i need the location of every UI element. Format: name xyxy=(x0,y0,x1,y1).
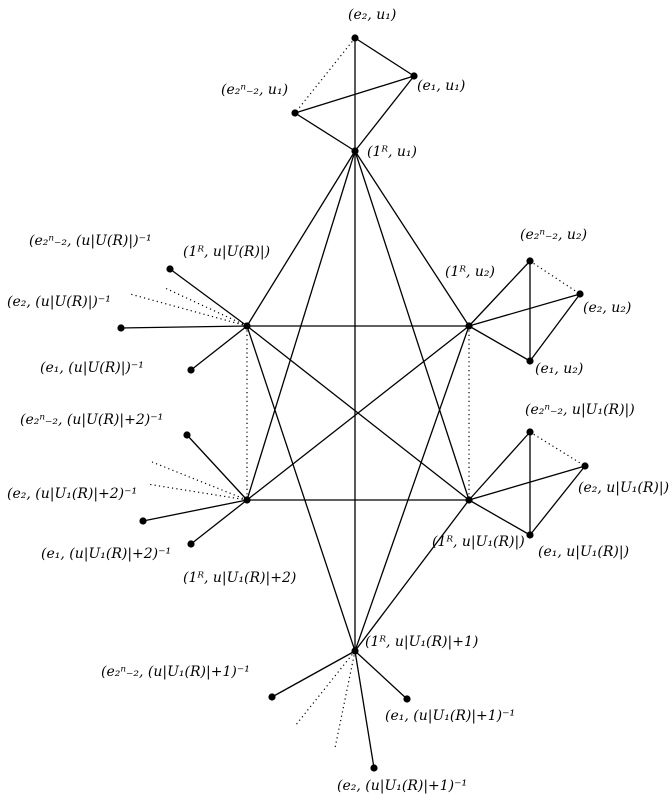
vertex-label-e1_u1: (e₁, u₁) xyxy=(417,78,465,94)
vertex-1R_u1 xyxy=(351,147,359,155)
vertex-e1_uU1p2inv xyxy=(187,540,195,548)
dotted-edge-e2n_uU1-e2_uU1 xyxy=(529,431,586,467)
vertex-label-e1_uUinv: (e₁, (u|U(R)|)⁻¹ xyxy=(40,360,144,376)
edge-1R_u2-1R_uU1p1 xyxy=(354,325,470,652)
edge-e1_u1-e2n_u1 xyxy=(294,75,415,114)
vertex-label-e2n_u1: (e₂ⁿ₋₂, u₁) xyxy=(221,82,288,98)
edge-e2n_u1-1R_u1 xyxy=(294,112,356,152)
edge-1R_uU1p2-e1_uU1p2inv xyxy=(190,499,248,545)
edge-1R_uU1-1R_uU1p1 xyxy=(354,499,470,652)
fan-dotted-line-1-1 xyxy=(146,483,248,501)
vertex-label-e2n_uU1: (e₂ⁿ₋₂, u|U₁(R)|) xyxy=(525,402,635,418)
vertex-label-e2_uU1p1inv: (e₂, (u|U₁(R)|+1)⁻¹ xyxy=(337,778,467,794)
vertex-label-1R_uU: (1ᴿ, u|U(R)|) xyxy=(183,244,270,260)
vertex-e1_uU1p1inv xyxy=(403,695,411,703)
edge-1R_uU-e1_uUinv xyxy=(190,325,248,371)
vertex-e2n_u2 xyxy=(526,257,534,265)
vertex-label-e2n_u2: (e₂ⁿ₋₂, u₂) xyxy=(520,227,587,243)
nodes-layer xyxy=(117,34,589,772)
vertex-1R_uU1 xyxy=(465,496,473,504)
vertex-label-e2_u1: (e₂, u₁) xyxy=(348,7,396,23)
vertex-label-e2_uUinv: (e₂, (u|U(R)|)⁻¹ xyxy=(7,294,111,310)
edge-1R_uU1-e1_uU1 xyxy=(468,499,531,536)
edge-1R_uU-e2n_uUinv xyxy=(169,268,248,327)
edge-1R_u2-e2n_u2 xyxy=(468,260,531,327)
edge-1R_uU-e2_uUinv xyxy=(120,325,248,329)
edge-1R_uU1p2-e2_uU1p2inv xyxy=(142,499,248,522)
edge-e2_u1-e1_u1 xyxy=(354,37,415,77)
vertex-e1_uUinv xyxy=(187,366,195,374)
vertex-e2n_uU1 xyxy=(526,428,534,436)
edge-e1_u2-e2_u2 xyxy=(529,293,581,362)
vertex-1R_uU xyxy=(243,322,251,330)
vertex-1R_uU1p1 xyxy=(351,647,359,655)
vertex-e2n_uUinv xyxy=(166,265,174,273)
fan-dotted-line-0-1 xyxy=(129,293,248,327)
vertex-e1_uU1 xyxy=(526,531,534,539)
edge-1R_u1-1R_uU xyxy=(246,150,356,327)
fan-dotted-line-2-1 xyxy=(334,650,356,749)
labels-layer: (e₂, u₁) (e₁, u₁) (e₂ⁿ₋₂, u₁) (1ᴿ, u₁) (1ᴿ, … xyxy=(7,7,669,794)
edge-1R_uU1p1-e1_uU1p1inv xyxy=(354,650,408,700)
edge-1R_uU-1R_uU1p1 xyxy=(246,325,356,652)
dotted-edge-e2n_u2-e2_u2 xyxy=(529,260,581,295)
dotted-edge-e2_u1-e2n_u1 xyxy=(294,37,356,114)
edge-1R_u2-e1_u2 xyxy=(468,325,531,362)
edge-1R_uU1-e2_uU1 xyxy=(468,465,586,501)
vertex-label-e1_uU1: (e₁, u|U₁(R)|) xyxy=(538,544,629,560)
vertex-e2_uUinv xyxy=(117,324,125,332)
vertex-e2n_u1 xyxy=(291,109,299,117)
vertex-e2_uU1p1inv xyxy=(370,764,378,772)
edge-1R_uU1p1-e2_uU1p1inv xyxy=(354,650,375,769)
vertex-label-e2_uU1p2inv: (e₂, (u|U₁(R)|+2)⁻¹ xyxy=(7,486,137,502)
vertex-1R_uU1p2 xyxy=(243,496,251,504)
vertex-e1_u2 xyxy=(526,357,534,365)
vertex-label-e2n_uUinv: (e₂ⁿ₋₂, (u|U(R)|)⁻¹ xyxy=(29,233,152,249)
vertex-label-e2n_uU1p1inv: (e₂ⁿ₋₂, (u|U₁(R)|+1)⁻¹ xyxy=(101,664,250,680)
vertex-e1_u1 xyxy=(410,72,418,80)
dotted-fan-layer xyxy=(129,287,356,749)
edge-1R_u1-1R_u2 xyxy=(354,150,470,327)
vertex-label-e2_u2: (e₂, u₂) xyxy=(583,300,631,316)
edge-1R_uU1p1-e2n_uU1p1inv xyxy=(271,650,356,698)
edge-1R_uU1-e2n_uU1 xyxy=(468,431,531,501)
fan-dotted-line-0-0 xyxy=(164,287,248,327)
vertex-e2_u1 xyxy=(351,34,359,42)
edge-1R_u2-1R_uU1p2 xyxy=(246,325,470,501)
vertex-e2_uU1p2inv xyxy=(139,517,147,525)
vertex-label-1R_u2: (1ᴿ, u₂) xyxy=(445,264,495,280)
vertex-label-1R_uU1: (1ᴿ, u|U₁(R)|) xyxy=(432,534,525,550)
edges-layer xyxy=(120,37,586,769)
edge-e1_uU1-e2_uU1 xyxy=(529,465,586,536)
fan-dotted-line-2-0 xyxy=(294,650,356,727)
vertex-e2_u2 xyxy=(576,290,584,298)
vertex-label-e1_u2: (e₁, u₂) xyxy=(535,361,583,377)
edge-1R_uU1p2-e2n_uU1p2inv xyxy=(186,434,248,501)
vertex-label-1R_u1: (1ᴿ, u₁) xyxy=(367,144,417,160)
edge-e1_u1-1R_u1 xyxy=(354,75,415,152)
vertex-label-e1_uU1p2inv: (e₁, (u|U₁(R)|+2)⁻¹ xyxy=(41,546,171,562)
vertex-e2n_uU1p2inv xyxy=(183,431,191,439)
vertex-label-1R_uU1p2: (1ᴿ, u|U₁(R)|+2) xyxy=(183,570,296,586)
vertex-label-e2n_uU1p2inv: (e₂ⁿ₋₂, (u|U(R)|+2)⁻¹ xyxy=(20,412,163,428)
vertex-e2_uU1 xyxy=(581,462,589,470)
vertex-label-1R_uU1p1: (1ᴿ, u|U₁(R)|+1) xyxy=(365,634,478,650)
vertex-label-e1_uU1p1inv: (e₁, (u|U₁(R)|+1)⁻¹ xyxy=(385,708,515,724)
vertex-label-e2_uU1: (e₂, u|U₁(R)|) xyxy=(578,480,669,496)
fan-dotted-line-1-0 xyxy=(151,461,248,501)
vertex-1R_u2 xyxy=(465,322,473,330)
vertex-e2n_uU1p1inv xyxy=(268,693,276,701)
edge-1R_u2-e2_u2 xyxy=(468,293,581,327)
